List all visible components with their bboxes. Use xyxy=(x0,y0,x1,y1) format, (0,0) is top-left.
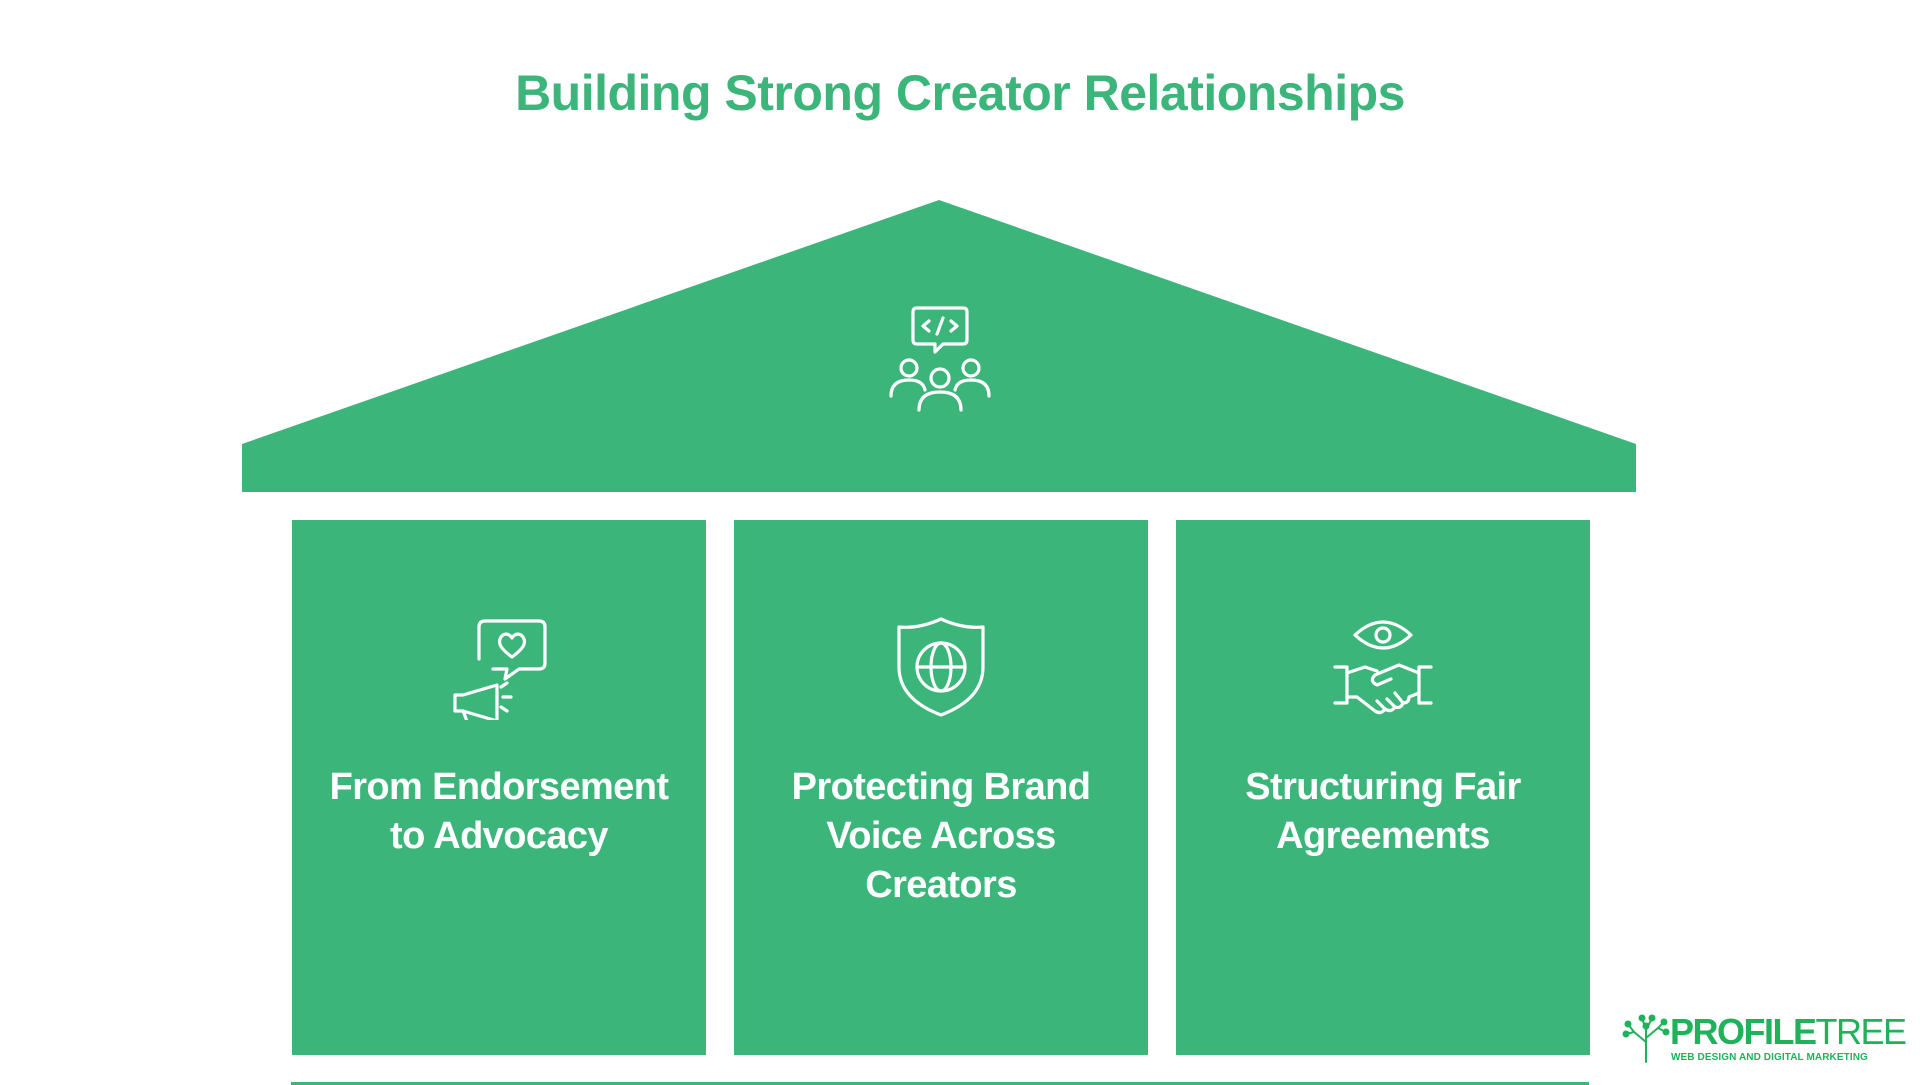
tree-logo-icon xyxy=(1622,1014,1670,1063)
logo-brand: PROFILETREE xyxy=(1670,1011,1908,1052)
page-title: Building Strong Creator Relationships xyxy=(515,65,1405,121)
community-code-icon xyxy=(889,306,991,412)
pillar-label: From Endorsement to Advocacy xyxy=(329,766,669,857)
logo-tagline: WEB DESIGN AND DIGITAL MARKETING xyxy=(1671,1052,1868,1063)
handshake-eye-icon xyxy=(1333,620,1433,715)
logo-brand-light: TREE xyxy=(1815,1011,1908,1052)
pillar-label: Protecting Brand Voice Across Creators xyxy=(791,766,1091,906)
pillar-label: Structuring Fair Agreements xyxy=(1245,766,1521,857)
pillar-fair-agreements: Structuring Fair Agreements xyxy=(1176,520,1590,1055)
pillar-brand-voice: Protecting Brand Voice Across Creators xyxy=(734,520,1148,1055)
shield-globe-icon xyxy=(897,617,985,717)
logo-brand-bold: PROFILE xyxy=(1670,1011,1817,1052)
megaphone-heart-icon xyxy=(453,619,547,720)
profiletree-logo: PROFILETREE WEB DESIGN AND DIGITAL MARKE… xyxy=(1620,1010,1907,1066)
pillar-endorsement: From Endorsement to Advocacy xyxy=(292,520,706,1055)
